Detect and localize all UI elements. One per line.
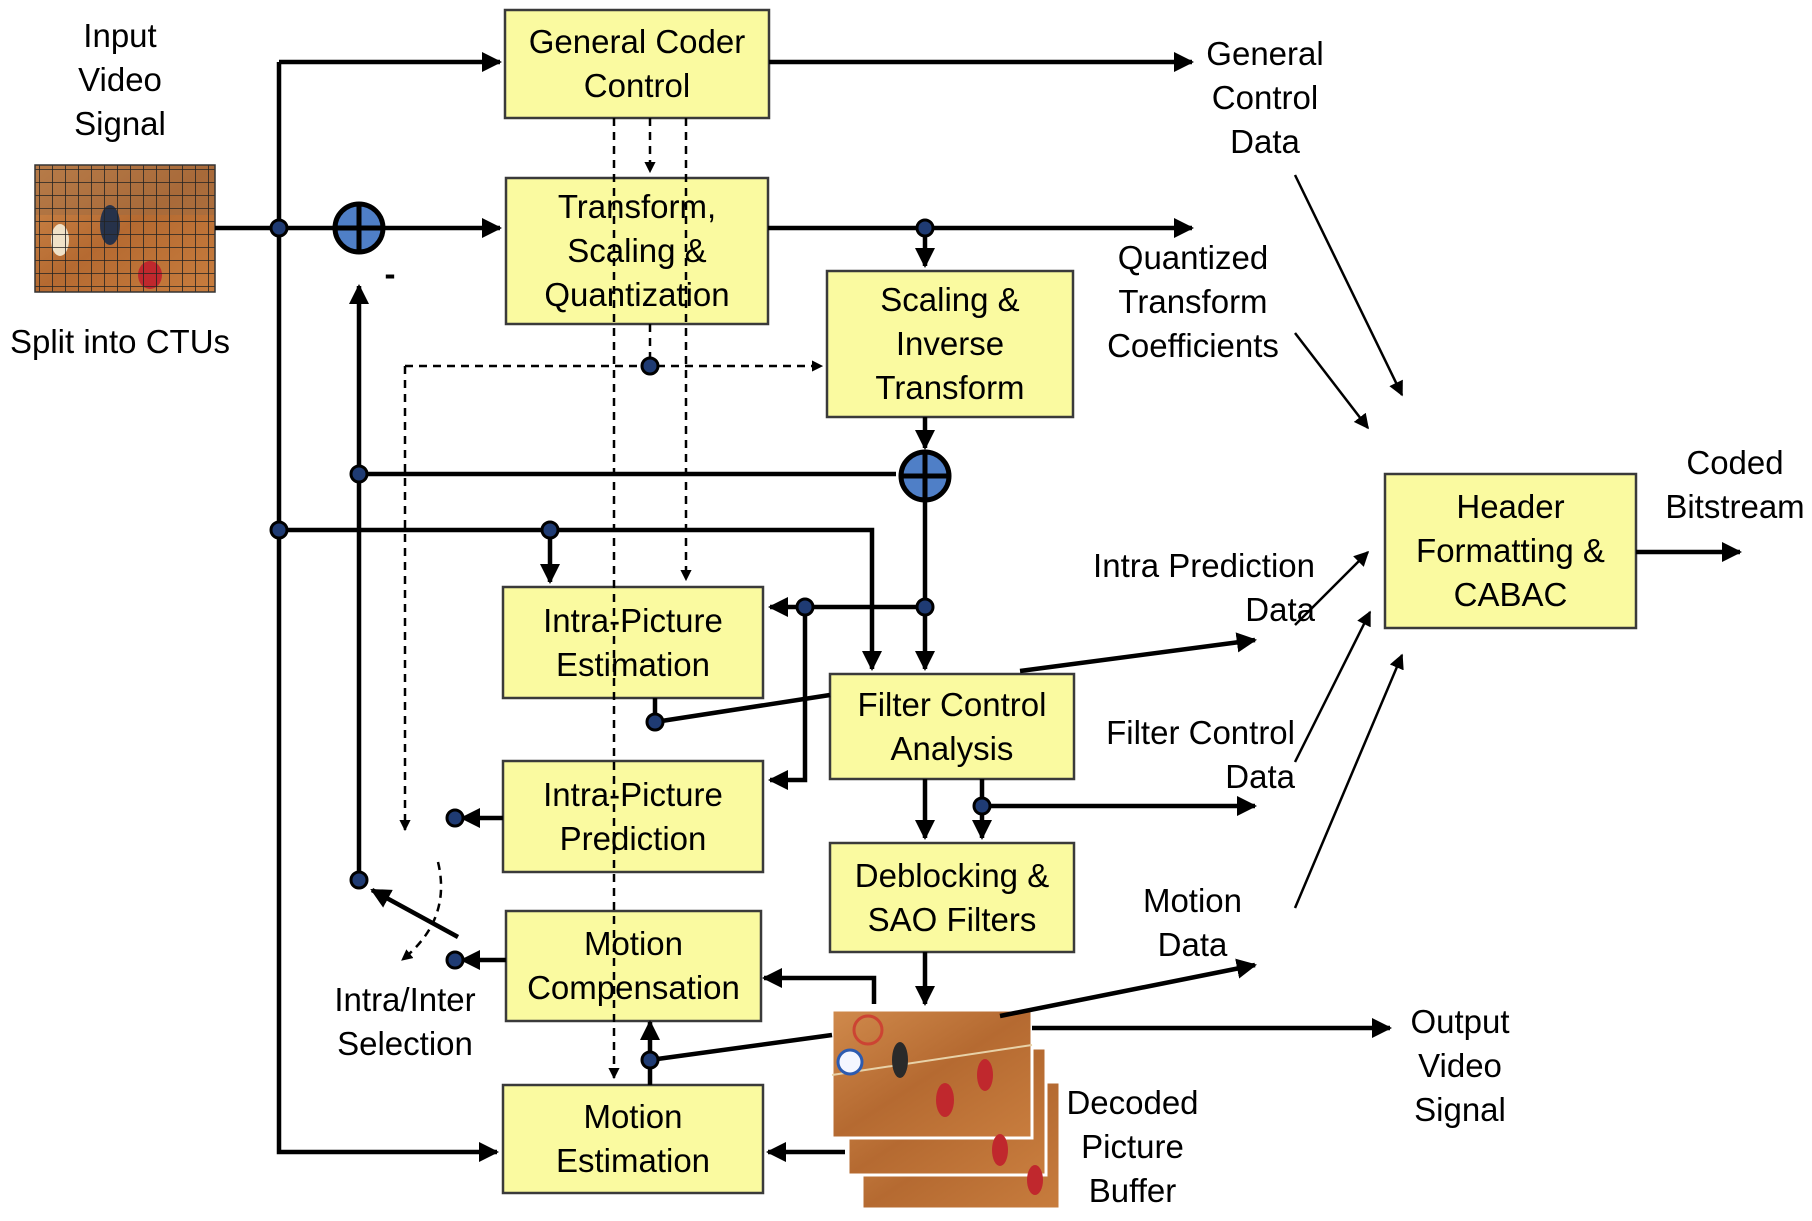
- header-formatting-cabac-block: [1383, 472, 1638, 630]
- general-coder-control-label: General Coder Control: [528, 23, 746, 104]
- reconstruction-adder-node-icon: [898, 449, 952, 503]
- transform-scaling-quantization-label: Transform, Scaling & Quantization: [544, 188, 730, 313]
- motion-compensation-label: Motion Compensation: [527, 925, 740, 1006]
- scaling-inverse-transform-label: Scaling & Inverse Transform: [875, 281, 1025, 406]
- filter-control-data-label: Filter Control Data: [1106, 714, 1295, 795]
- motion-estimation-label: Motion Estimation: [555, 1098, 711, 1179]
- data-pointer-arrows: [1293, 174, 1404, 909]
- motion-estimation-block: [501, 1083, 765, 1195]
- transform-scaling-quantization-block: [504, 176, 770, 326]
- signal-lines: [215, 51, 1743, 1163]
- junction-dots: [269, 218, 992, 1070]
- intra-picture-estimation-label: Intra-Picture Estimation: [543, 601, 723, 683]
- coded-bitstream-label: Coded Bitstream: [1665, 444, 1805, 525]
- decoded-picture-buffer-icon: [830, 1008, 1062, 1211]
- quantized-transform-coefficients-label: Quantized Transform Coefficients: [1107, 239, 1279, 364]
- control-dashed-lines: [399, 118, 824, 1080]
- motion-data-label: Motion Data: [1142, 882, 1243, 963]
- motion-compensation-block: [504, 909, 763, 1023]
- intra-picture-estimation-block: [501, 585, 765, 700]
- intra-inter-selection-label: Intra/Inter Selection: [334, 981, 476, 1062]
- filter-control-analysis-block: [828, 672, 1076, 781]
- general-control-data-label: General Control Data: [1206, 35, 1324, 160]
- deblocking-sao-filters-block: [828, 841, 1076, 954]
- scaling-inverse-transform-block: [825, 269, 1075, 419]
- output-video-signal-label: Output Video Signal: [1410, 1003, 1510, 1128]
- intra-picture-prediction-block: [501, 759, 765, 874]
- subtraction-node-icon: [332, 201, 386, 255]
- deblocking-sao-filters-label: Deblocking & SAO Filters: [854, 856, 1050, 938]
- intra-prediction-data-label: Intra Prediction Data: [1093, 547, 1315, 628]
- header-formatting-cabac-label: Header Formatting & CABAC: [1416, 488, 1605, 613]
- minus-sign-label: -: [384, 255, 396, 292]
- decoded-picture-buffer-label: Decoded Picture Buffer: [1066, 1084, 1199, 1209]
- input-frame-icon: [34, 164, 216, 293]
- filter-control-analysis-label: Filter Control Analysis: [857, 685, 1047, 767]
- split-into-ctus-label: Split into CTUs: [9, 323, 231, 360]
- intra-picture-prediction-label: Intra-Picture Prediction: [543, 775, 723, 857]
- general-coder-control-block: [503, 8, 771, 120]
- input-video-signal-label: Input Video Signal: [74, 17, 166, 142]
